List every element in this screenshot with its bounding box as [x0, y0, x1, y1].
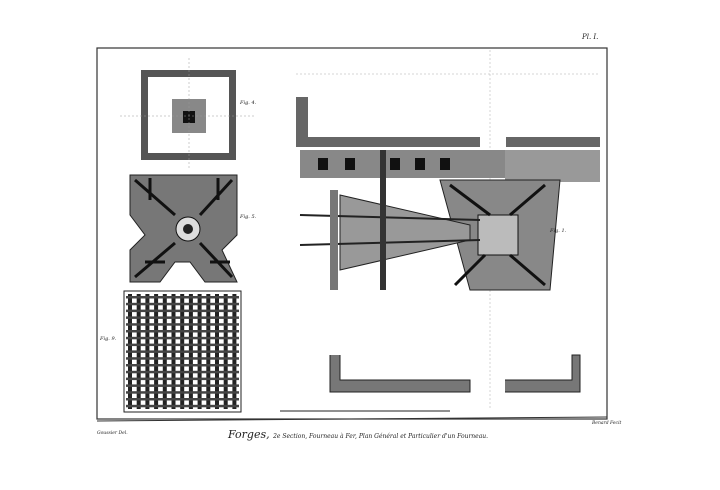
grate-crossbar — [126, 391, 239, 394]
figure-1-general-plan — [280, 50, 600, 412]
figure-label-4: Fig. 4. — [240, 100, 257, 106]
grate-crossbar — [126, 350, 239, 353]
plate-border-bottom — [96, 416, 608, 422]
grate-crossbar — [126, 336, 239, 340]
grate-crossbar — [126, 343, 239, 347]
engraver-credit: Benard Fecit — [592, 421, 622, 426]
grate-crossbar — [126, 296, 239, 299]
figure-5-hearth-plan — [129, 174, 238, 283]
grate-crossbar — [126, 302, 239, 306]
grate-crossbar — [126, 309, 239, 313]
figure-label-5: Fig. 5. — [240, 214, 257, 220]
grate-crossbar — [126, 316, 239, 319]
grate-crossbar — [126, 404, 239, 408]
grate-crossbar — [126, 330, 239, 333]
grate-crossbar — [126, 357, 239, 360]
caption-subtitle: 2e Section, Fourneau à Fer, Plan Général… — [273, 433, 489, 440]
figure-4-square-plan — [120, 58, 256, 170]
grate-crossbar — [126, 384, 239, 387]
grate-crossbar — [126, 398, 239, 401]
figure-label-1: Fig. 1. — [550, 228, 567, 234]
grate-crossbar — [126, 377, 239, 381]
grate-crossbar — [126, 323, 239, 326]
plate-number: Pl. I. — [582, 33, 599, 41]
caption-title: Forges, — [228, 428, 270, 441]
grate-crossbar — [126, 364, 239, 367]
drawer-credit: Goussier Del. — [97, 431, 128, 436]
grate-crossbar — [126, 370, 239, 374]
plate-caption: Forges, 2e Section, Fourneau à Fer, Plan… — [228, 428, 488, 441]
figure-9-grate — [123, 290, 242, 413]
figure-label-9: Fig. 9. — [100, 336, 117, 342]
